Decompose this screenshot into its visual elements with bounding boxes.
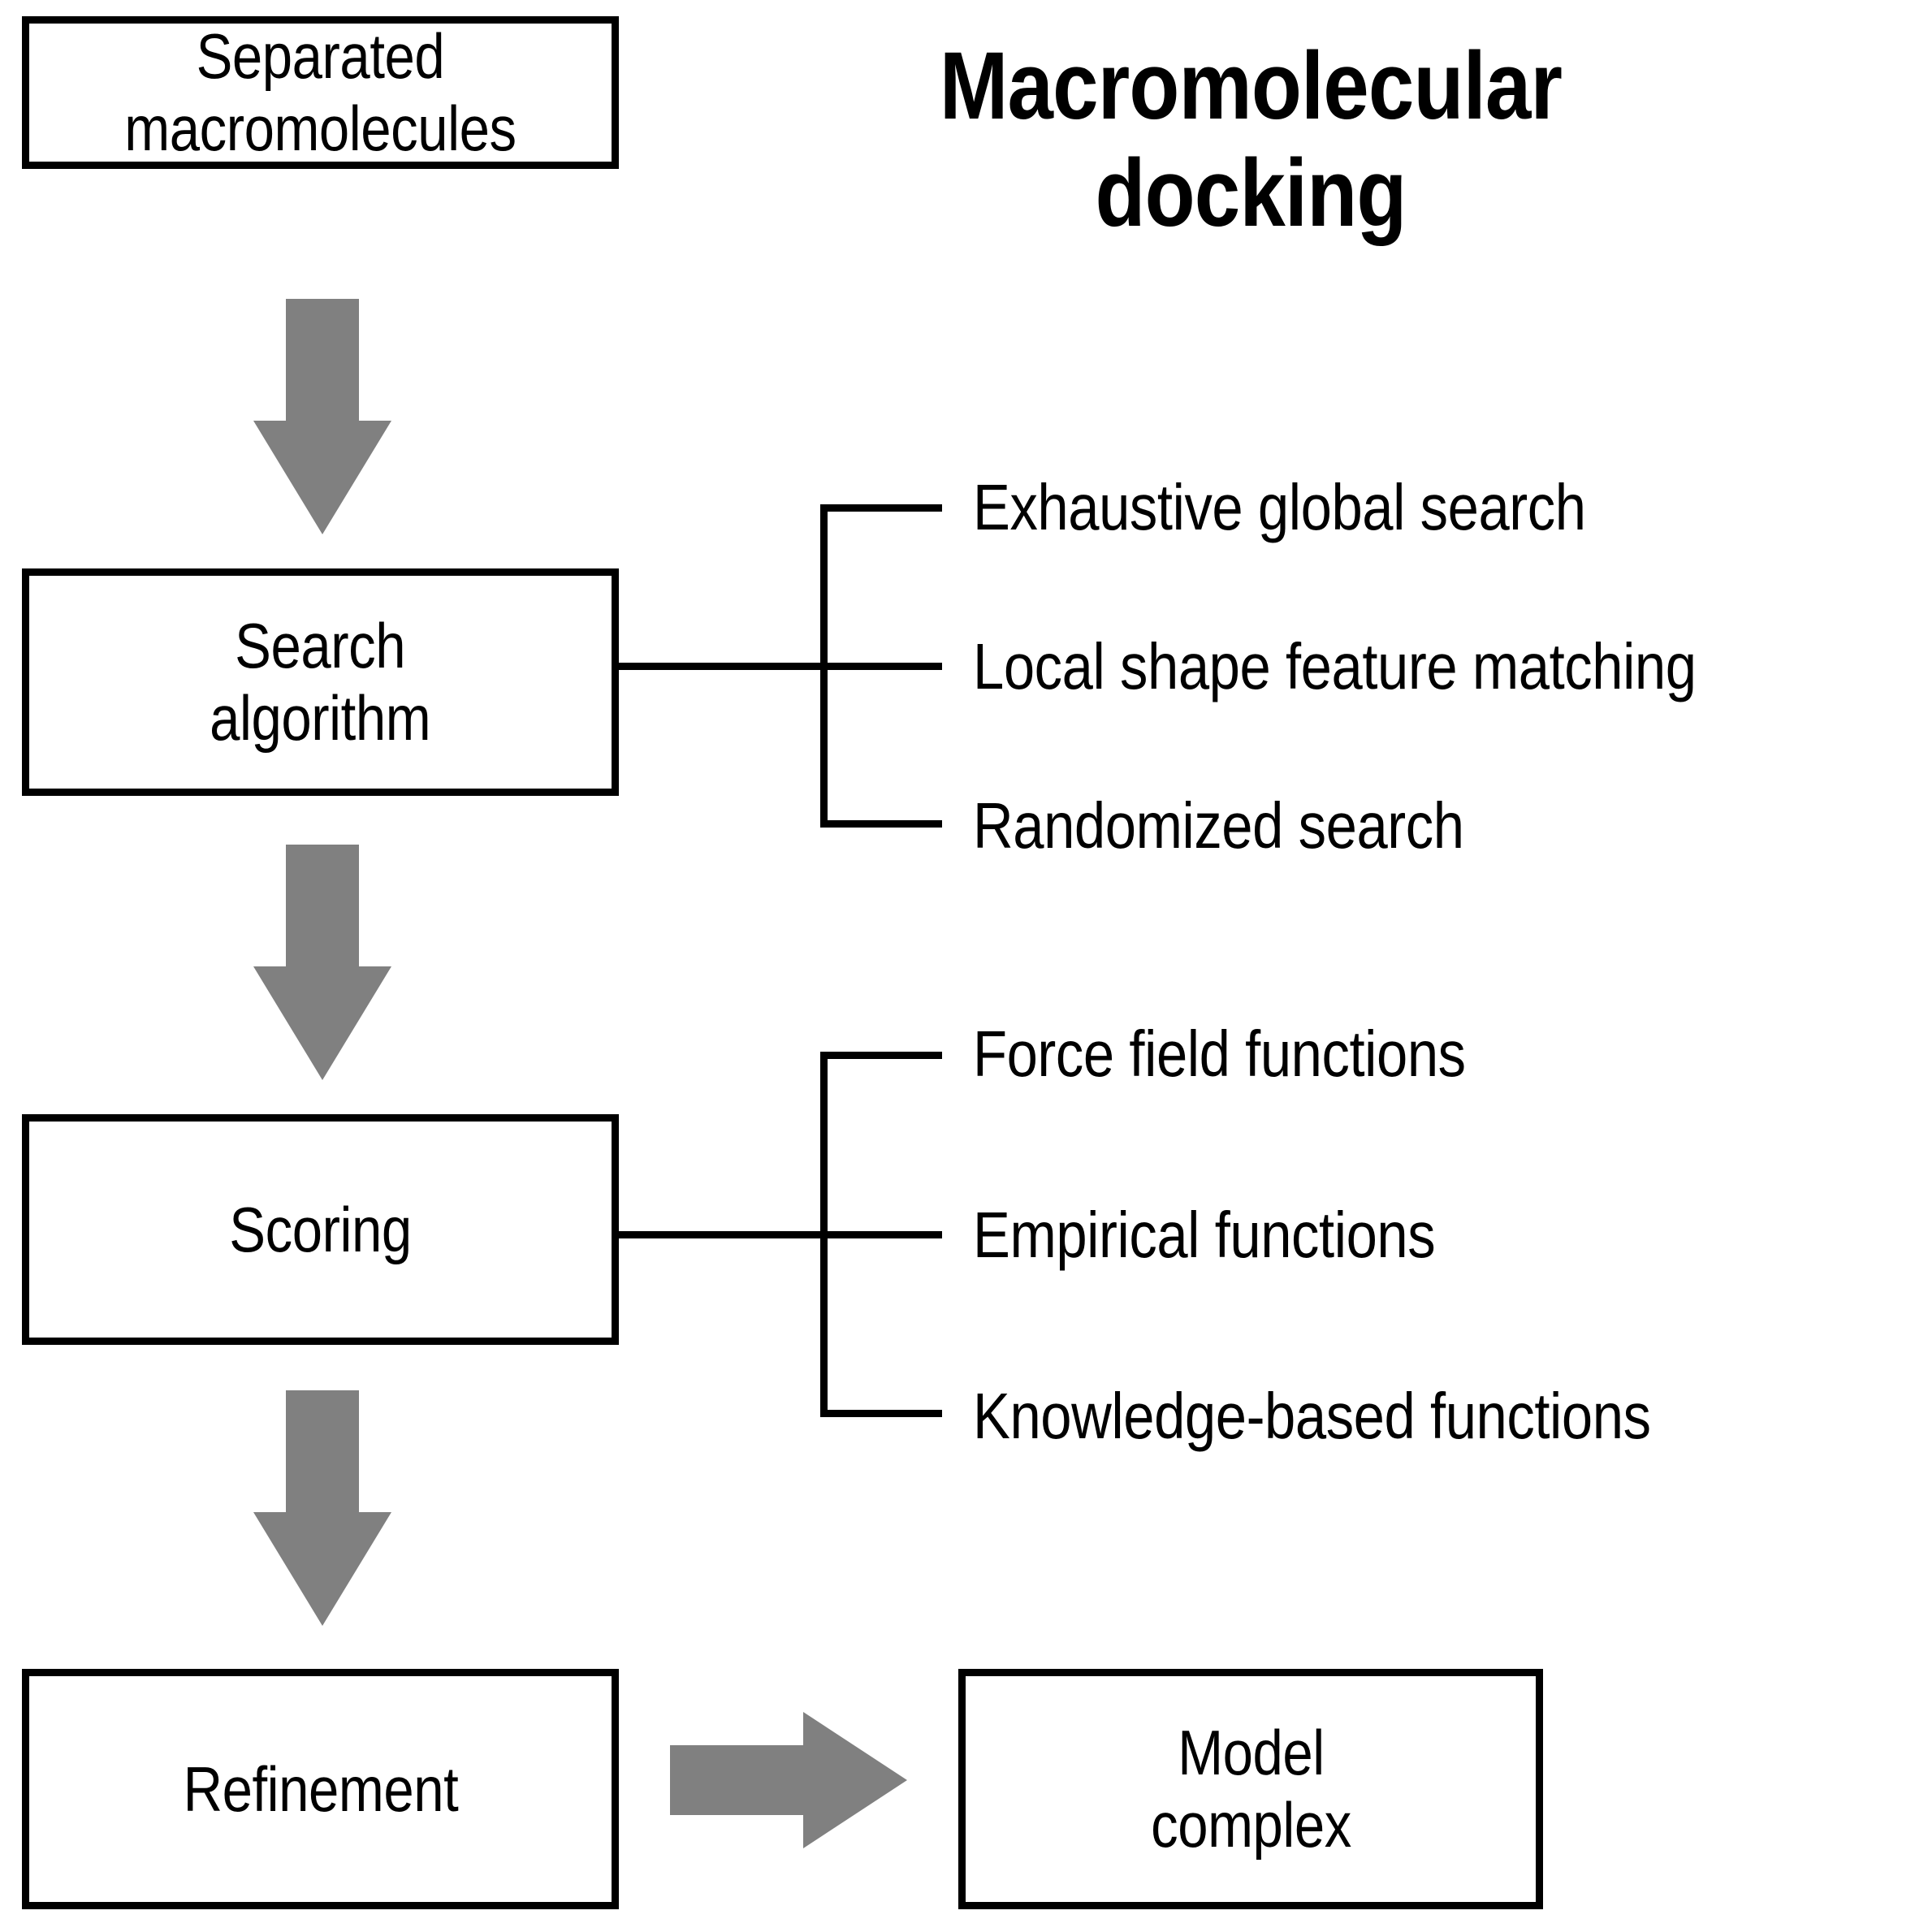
bracket-tick — [820, 1410, 942, 1417]
branch-label-empirical-functions: Empirical functions — [973, 1199, 1436, 1271]
flow-box-label: Refinement — [183, 1753, 458, 1825]
branch-label-local-shape-feature-matching: Local shape feature matching — [973, 630, 1697, 702]
flow-box-separated-macromolecules[interactable]: Separated macromolecules — [22, 16, 619, 169]
flow-box-label: Scoring — [229, 1193, 412, 1265]
flow-box-search-algorithm[interactable]: Search algorithm — [22, 568, 619, 796]
bracket-tick — [820, 1052, 942, 1059]
flow-box-scoring[interactable]: Scoring — [22, 1114, 619, 1345]
branch-label-knowledge-based-functions: Knowledge-based functions — [973, 1380, 1651, 1452]
flow-box-label: Model complex — [1150, 1717, 1351, 1861]
branch-label-exhaustive-global-search: Exhaustive global search — [973, 471, 1586, 543]
arrow-down-icon — [253, 1390, 391, 1626]
flow-box-label: Separated macromolecules — [124, 20, 517, 164]
flow-box-refinement[interactable]: Refinement — [22, 1669, 619, 1909]
bracket-tick — [820, 504, 942, 512]
bracket-stem — [619, 1231, 820, 1238]
arrow-down-icon — [253, 299, 391, 534]
arrow-down-icon — [253, 845, 391, 1080]
branch-label-randomized-search: Randomized search — [973, 789, 1464, 862]
flow-box-model-complex[interactable]: Model complex — [958, 1669, 1543, 1909]
page-title: Macromolecular docking — [939, 32, 1563, 248]
bracket-tick — [820, 820, 942, 828]
arrow-right-icon — [670, 1712, 907, 1848]
branch-label-force-field-functions: Force field functions — [973, 1018, 1466, 1090]
bracket-stem — [619, 663, 820, 670]
bracket-tick — [820, 1231, 942, 1238]
flow-box-label: Search algorithm — [210, 610, 431, 754]
bracket-tick — [820, 663, 942, 670]
